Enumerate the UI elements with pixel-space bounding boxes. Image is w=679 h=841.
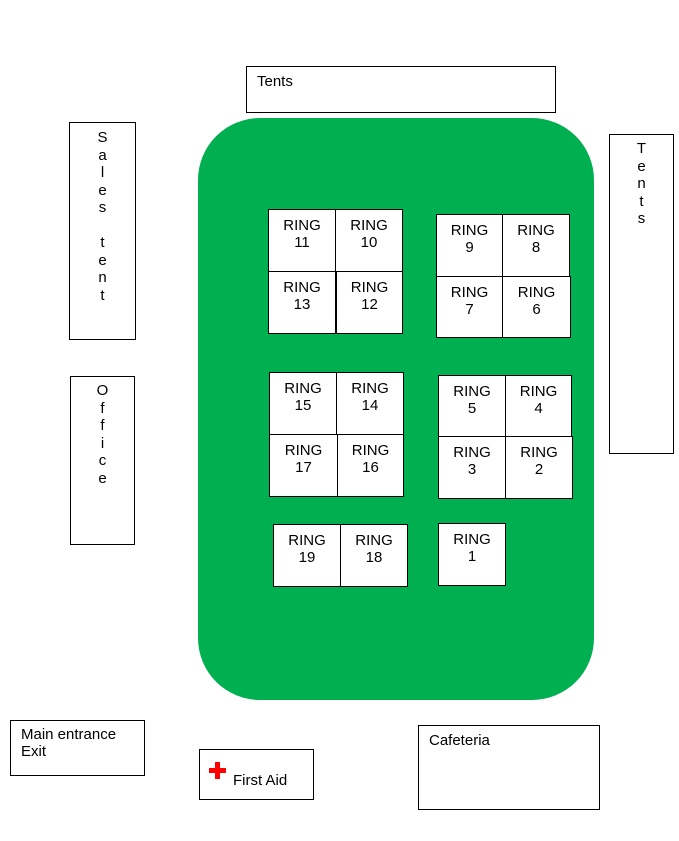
ring-16-label: RING	[351, 442, 390, 459]
sales-tent-letter: e	[98, 181, 107, 199]
tents-right-letter: s	[637, 210, 646, 227]
office-letter: c	[98, 452, 107, 469]
sales-tent-letter: l	[100, 164, 105, 181]
ring-18-number: 18	[365, 549, 383, 566]
ring-9-number: 9	[465, 239, 474, 256]
ring-7-number: 7	[465, 301, 474, 318]
sales-tent-letter: s	[98, 199, 107, 216]
ring-18: RING 18	[340, 524, 408, 587]
office-letter: i	[100, 434, 105, 452]
ring-10-number: 10	[360, 234, 378, 251]
ring-14-label: RING	[351, 380, 389, 397]
ring-12-number: 12	[361, 296, 378, 313]
ring-10-label: RING	[350, 217, 388, 234]
sales-tent-letter: t	[100, 286, 105, 304]
ring-15-label: RING	[284, 380, 322, 397]
ring-11-label: RING	[283, 217, 321, 234]
tents-right-letter: t	[639, 192, 644, 210]
office-letter: f	[100, 417, 105, 434]
sales-tent-letter: n	[98, 269, 107, 286]
ring-14-number: 14	[361, 397, 379, 414]
sales-tent-label: S a l e s t e n t	[70, 129, 135, 304]
ring-18-label: RING	[355, 532, 393, 549]
ring-1-label: RING	[453, 531, 491, 548]
ring-17-label: RING	[284, 442, 323, 459]
ring-16: RING 16	[337, 434, 404, 497]
ring-12: RING 12	[336, 271, 403, 334]
office-letter: e	[98, 469, 107, 487]
tents-right-label: T e n t s	[610, 140, 673, 228]
ring-4-number: 4	[534, 400, 543, 417]
ring-5: RING 5	[438, 375, 506, 437]
first-aid-area: First Aid	[199, 749, 314, 800]
first-aid-cross-icon	[209, 762, 227, 780]
ring-19: RING 19	[273, 524, 341, 587]
ring-3-number: 3	[467, 461, 477, 478]
ring-4-label: RING	[519, 383, 558, 400]
tents-top-label: Tents	[257, 73, 293, 90]
ring-15: RING 15	[269, 372, 337, 435]
tents-right-letter: n	[637, 175, 646, 192]
ring-6-label: RING	[517, 284, 556, 301]
ring-9: RING 9	[436, 214, 503, 277]
office-area: O f f i c e	[70, 376, 135, 545]
sales-tent-letter: a	[98, 146, 107, 164]
office-label: O f f i c e	[71, 382, 134, 487]
ring-11-number: 11	[294, 234, 310, 251]
ring-8-label: RING	[517, 222, 555, 239]
ring-5-number: 5	[467, 400, 477, 417]
first-aid-label: First Aid	[233, 772, 288, 789]
ring-19-label: RING	[288, 532, 326, 549]
ring-3: RING 3	[438, 436, 506, 499]
ring-13: RING 13	[268, 271, 336, 334]
tents-right-area: T e n t s	[609, 134, 674, 454]
tents-top-area: Tents	[246, 66, 556, 113]
ring-11: RING 11	[268, 209, 336, 272]
ring-1: RING 1	[438, 523, 506, 586]
office-letter: O	[96, 382, 109, 399]
ring-10: RING 10	[335, 209, 403, 272]
ring-2-label: RING	[520, 444, 558, 461]
sales-tent-letter: t	[100, 234, 105, 251]
ring-3-label: RING	[453, 444, 491, 461]
ring-9-label: RING	[450, 222, 489, 239]
ring-8: RING 8	[502, 214, 570, 277]
sales-tent-gap	[70, 217, 135, 235]
ring-17-number: 17	[295, 459, 312, 476]
ring-7-label: RING	[450, 284, 489, 301]
main-entrance-area: Main entrance Exit	[10, 720, 145, 776]
ring-17: RING 17	[269, 434, 338, 497]
ring-2: RING 2	[505, 436, 573, 499]
main-entrance-label: Main entrance Exit	[21, 726, 117, 760]
office-letter: f	[100, 399, 105, 417]
ring-4: RING 4	[505, 375, 572, 437]
ring-16-number: 16	[362, 459, 379, 476]
cafeteria-label: Cafeteria	[429, 732, 490, 749]
tents-right-letter: T	[636, 140, 647, 157]
ring-6: RING 6	[502, 276, 571, 338]
sales-tent-letter: S	[97, 129, 108, 146]
ring-7: RING 7	[436, 276, 503, 338]
ring-13-number: 13	[293, 296, 311, 313]
cafeteria-area: Cafeteria	[418, 725, 600, 810]
ring-8-number: 8	[531, 239, 541, 256]
ring-6-number: 6	[532, 301, 541, 318]
ring-2-number: 2	[534, 461, 544, 478]
ring-13-label: RING	[283, 279, 321, 296]
ring-12-label: RING	[350, 279, 389, 296]
ring-14: RING 14	[336, 372, 404, 435]
ring-5-label: RING	[453, 383, 491, 400]
sales-tent-area: S a l e s t e n t	[69, 122, 136, 340]
ring-1-number: 1	[467, 548, 477, 565]
tents-right-letter: e	[637, 157, 646, 175]
ring-19-number: 19	[298, 549, 316, 566]
ring-15-number: 15	[294, 397, 312, 414]
sales-tent-letter: e	[98, 251, 107, 269]
